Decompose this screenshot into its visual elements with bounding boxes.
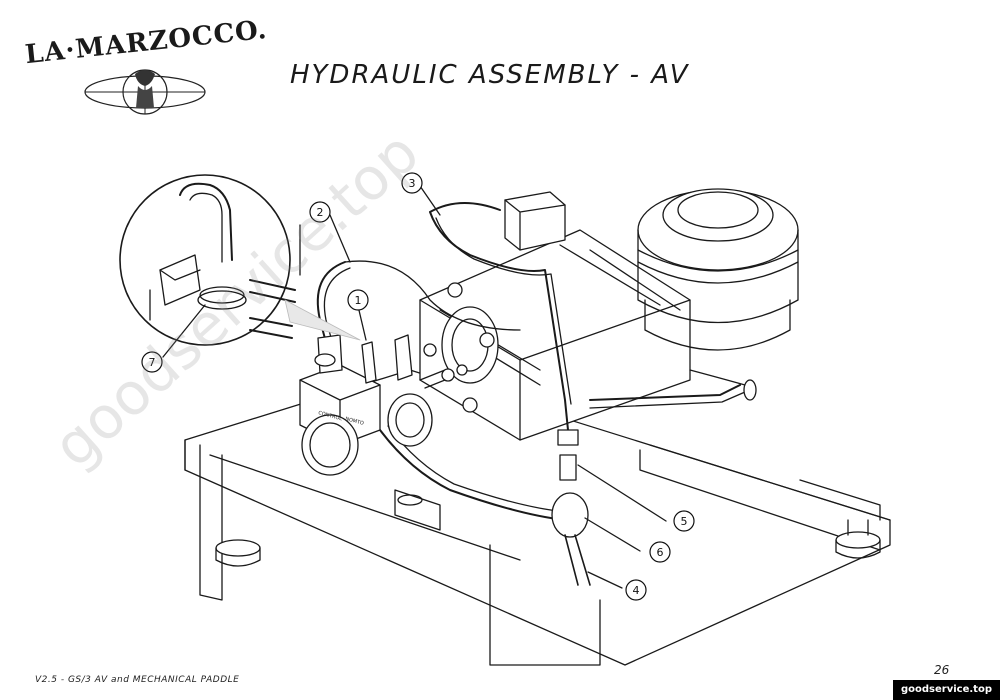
callout-circle-1 (347, 289, 369, 311)
page-title: HYDRAULIC ASSEMBLY - AV (290, 60, 690, 90)
brand-logo: LA·MARZOCCO. (24, 15, 269, 120)
valve-label-b: NOMTO (344, 416, 364, 427)
page-number: 26 (934, 663, 950, 677)
footer-model-note: V2.5 - GS/3 AV and MECHANICAL PADDLE (35, 675, 240, 685)
logo-globe-icon (84, 69, 206, 115)
callout-number-6: 6 (657, 546, 664, 559)
callout-group: 1 2 3 4 5 6 7 (141, 172, 695, 601)
callout-circle-7 (141, 351, 163, 373)
callout-number-1: 1 (355, 294, 362, 307)
callout-number-4: 4 (633, 584, 640, 597)
callout-circle-5 (673, 510, 695, 532)
callout-circle-6 (649, 541, 671, 563)
callout-number-2: 2 (317, 206, 324, 219)
callout-number-3: 3 (409, 177, 416, 190)
callout-circle-2 (309, 201, 331, 223)
callout-circle-3 (401, 172, 423, 194)
callout-number-5: 5 (681, 515, 688, 528)
callout-number-7: 7 (149, 356, 156, 369)
callout-circle-4 (625, 579, 647, 601)
site-badge: goodservice.top (893, 680, 1000, 700)
